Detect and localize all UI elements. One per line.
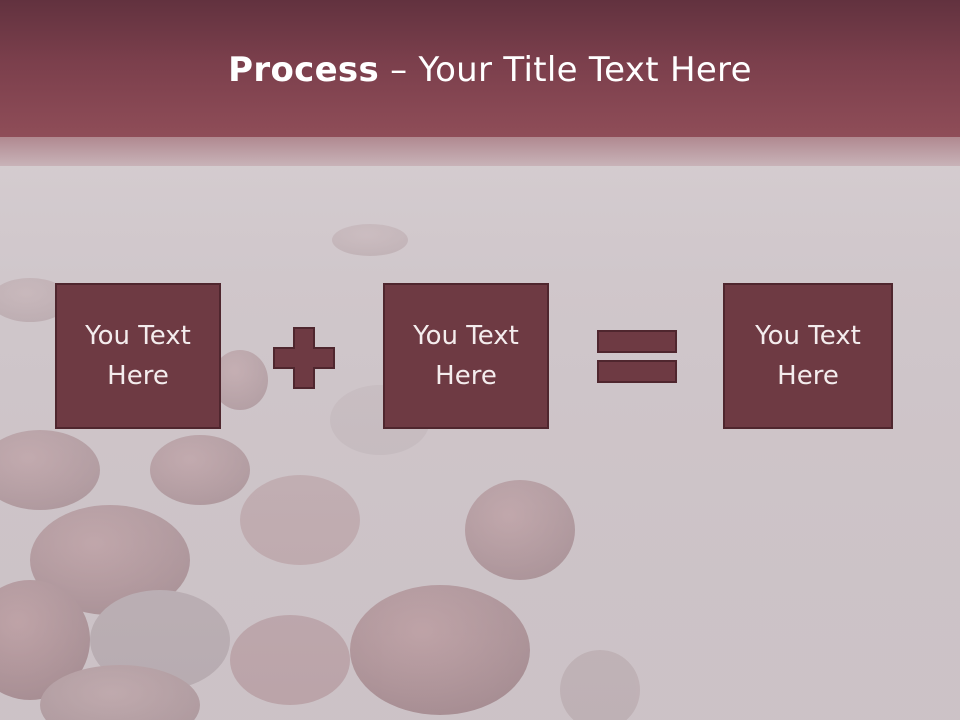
title-rest-part: Your Title Text Here — [418, 50, 752, 90]
title-bar-accent-strip — [0, 137, 960, 166]
process-box-2[interactable]: You Text Here — [383, 283, 549, 429]
title-dash: – — [379, 50, 419, 90]
process-box-result[interactable]: You Text Here — [723, 283, 893, 429]
equals-icon — [597, 330, 677, 383]
title-bar — [0, 0, 960, 137]
title-bold-part: Process — [228, 50, 380, 90]
process-box-1[interactable]: You Text Here — [55, 283, 221, 429]
process-box-2-label: You Text Here — [413, 321, 519, 391]
process-box-1-label: You Text Here — [85, 321, 191, 391]
slide-title: Process – Your Title Text Here — [0, 50, 960, 90]
process-box-result-label: You Text Here — [755, 321, 861, 391]
plus-icon — [273, 327, 335, 389]
